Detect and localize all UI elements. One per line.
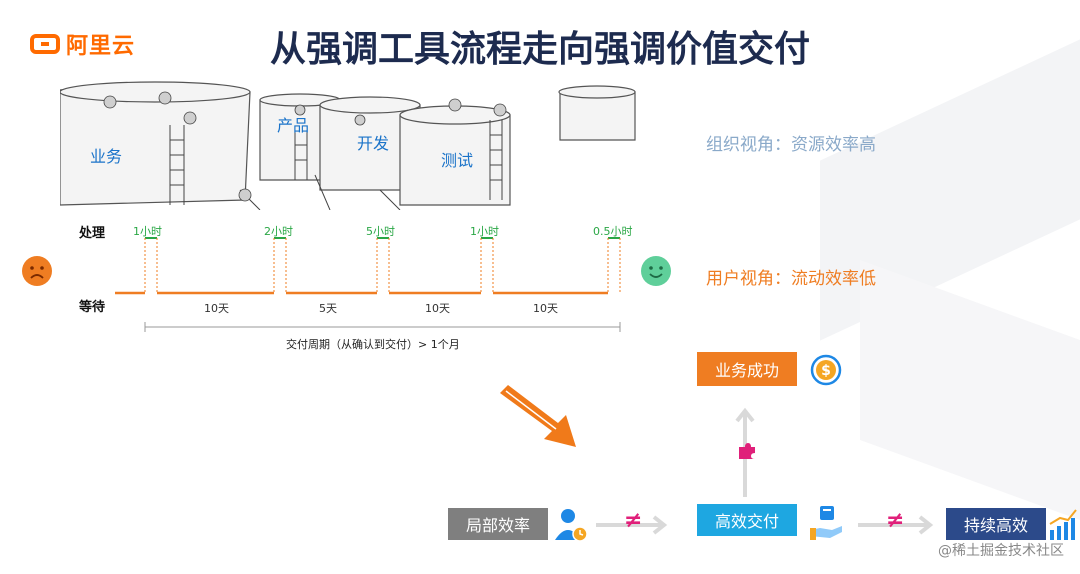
efficient-delivery-box: 高效交付 (697, 504, 797, 536)
sad-face-icon (22, 256, 52, 286)
cycle-label: 交付周期（从确认到交付）> 1个月 (286, 336, 460, 352)
sustained-efficiency-box: 持续高效 (946, 508, 1046, 540)
process-label: 0.5小时 (593, 223, 633, 239)
watermark: @稀土掘金技术社区 (938, 540, 1064, 560)
sustained-efficiency-label: 持续高效 (964, 512, 1028, 536)
process-label: 1小时 (133, 223, 162, 239)
happy-face-icon (641, 256, 671, 286)
user-clock-icon (555, 506, 589, 542)
local-efficiency-box: 局部效率 (448, 508, 548, 540)
process-label: 1小时 (470, 223, 499, 239)
not-equal-sign: ≠ (886, 508, 904, 533)
orange-arrow-icon (500, 385, 590, 455)
business-success-box: 业务成功 (697, 352, 797, 386)
wait-label: 10天 (533, 300, 558, 316)
process-label: 2小时 (264, 223, 293, 239)
process-label: 5小时 (366, 223, 395, 239)
not-equal-sign: ≠ (624, 508, 642, 533)
wait-label: 5天 (319, 300, 337, 316)
svg-text:$: $ (821, 363, 831, 379)
business-success-label: 业务成功 (715, 357, 779, 381)
growth-chart-icon (1048, 508, 1078, 540)
local-efficiency-label: 局部效率 (466, 512, 530, 536)
efficient-delivery-label: 高效交付 (715, 508, 779, 532)
wait-label: 10天 (204, 300, 229, 316)
puzzle-icon (737, 441, 757, 461)
dollar-coin-icon: $ (810, 354, 842, 386)
delivery-hand-icon (808, 504, 846, 542)
wait-label: 10天 (425, 300, 450, 316)
